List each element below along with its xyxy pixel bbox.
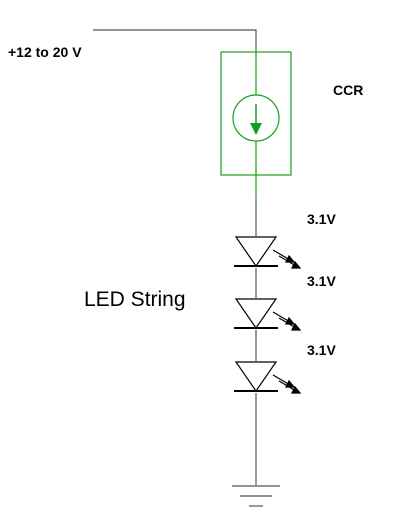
- current-arrow-icon: [250, 123, 262, 135]
- led-1-voltage-label: 3.1V: [307, 211, 336, 227]
- led-2-voltage-label: 3.1V: [307, 273, 336, 289]
- led-diode-icon: [234, 298, 278, 330]
- led-1: [230, 236, 302, 269]
- supply-wire: [93, 29, 257, 52]
- led-2: [230, 298, 302, 331]
- led-emission-arrows-icon: [272, 311, 302, 331]
- led-3-voltage-label: 3.1V: [307, 342, 336, 358]
- led-emission-arrows-icon: [272, 374, 302, 394]
- led-diode-icon: [234, 361, 278, 393]
- ground-icon: [232, 485, 280, 507]
- ccr-label: CCR: [333, 82, 364, 98]
- supply-label: +12 to 20 V: [8, 44, 82, 60]
- led-emission-arrows-icon: [272, 249, 302, 269]
- led-diode-icon: [234, 236, 278, 268]
- ccr-block: [220, 51, 292, 200]
- led-3: [230, 361, 302, 394]
- led-string-label: LED String: [84, 288, 186, 311]
